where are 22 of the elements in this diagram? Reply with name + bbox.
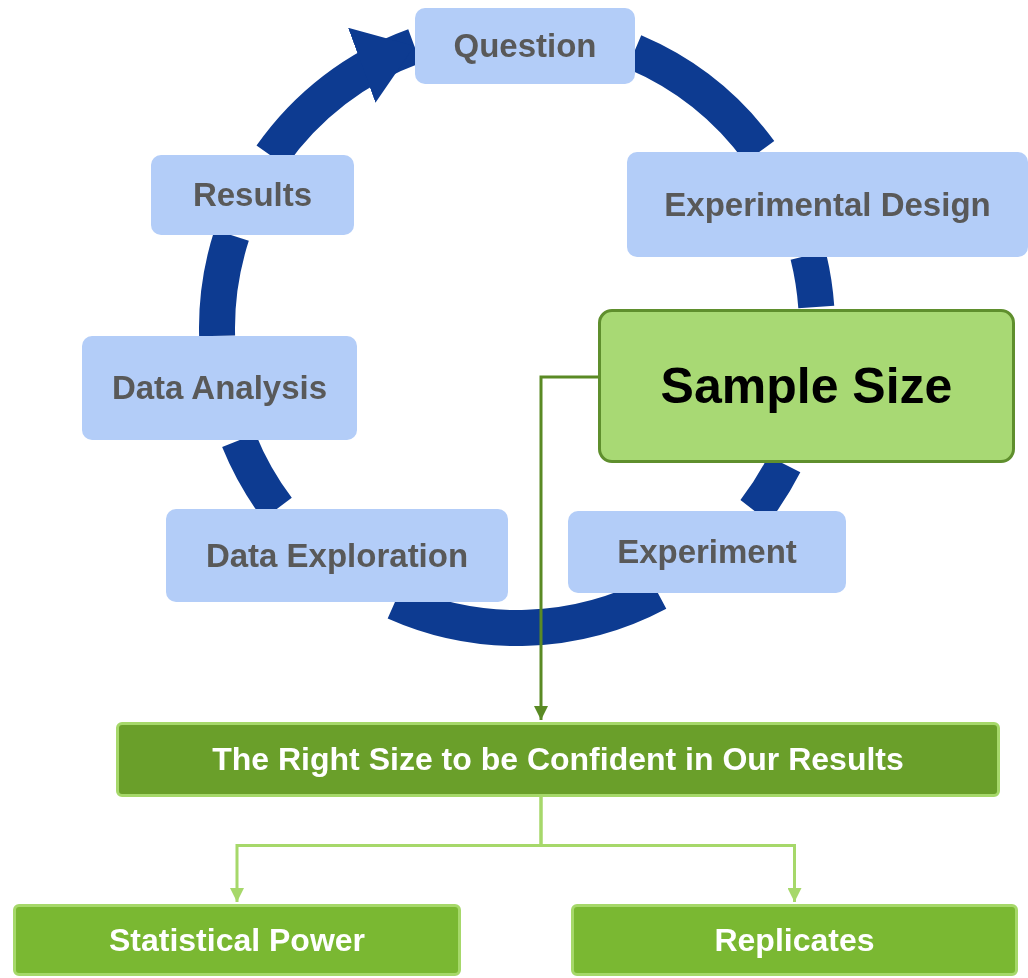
process-box [627,152,1028,257]
box-label: Data Exploration [205,536,469,575]
box-label: The Right Size to be Confident in Our Results [212,741,904,778]
highlight-box [598,309,1015,463]
box-label: Data Analysis [111,369,328,407]
box-label: Replicates [714,921,875,959]
process-box [415,8,635,84]
box-label: Experimental Design [664,185,991,224]
box-label: Experiment [617,533,797,571]
process-box [568,511,846,593]
result-box [13,904,461,976]
connector-arrow [534,375,598,720]
process-box [82,336,357,440]
result-box [571,904,1018,976]
process-box [151,155,354,235]
box-label: Question [453,27,597,65]
header-box [116,722,1000,797]
process-box [166,509,508,602]
box-label: Sample Size [660,357,953,415]
connector-arrow [539,797,802,902]
box-label: Statistical Power [108,921,366,959]
box-label: Results [192,176,313,214]
